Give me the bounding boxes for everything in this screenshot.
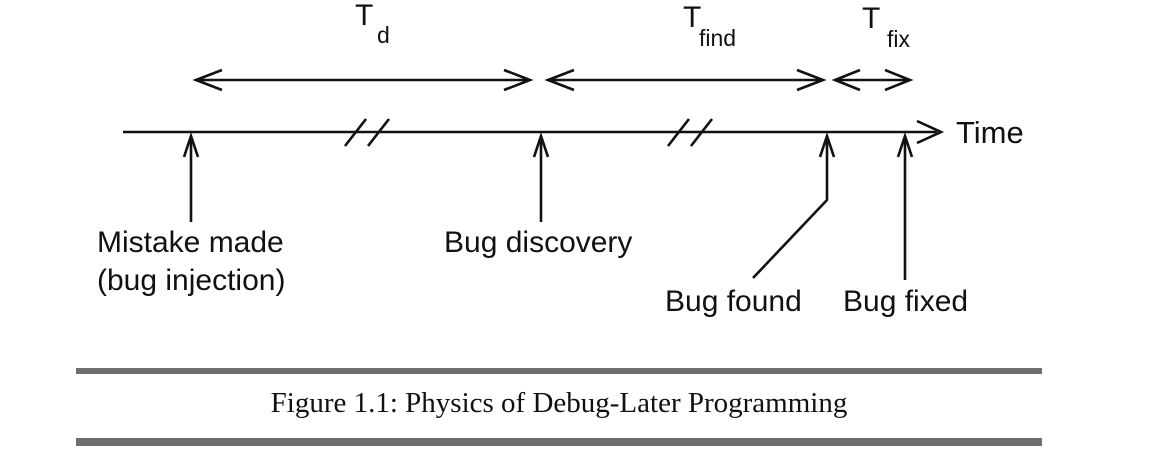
interval-arrow-tfind	[544, 68, 827, 92]
left-arrowhead-icon	[192, 68, 223, 92]
event-marker-mistake-made	[182, 131, 200, 222]
timeline-diagram: Time T d T find T fix Mistake m	[97, 0, 1024, 318]
up-arrowhead-icon	[182, 131, 200, 158]
event-label-bug-discovery: Bug discovery	[444, 226, 632, 259]
event-marker-bug-fixed	[896, 131, 914, 280]
axis-break-icon	[666, 118, 691, 147]
caption-top-rule	[76, 368, 1042, 374]
time-axis-arrowhead-icon	[916, 119, 945, 145]
interval-tfix-subscript: fix	[887, 26, 911, 52]
interval-arrow-td	[192, 68, 534, 92]
time-axis-label: Time	[956, 115, 1024, 150]
right-arrowhead-icon	[796, 68, 827, 92]
event-marker-bug-discovery	[532, 131, 550, 222]
up-arrowhead-icon	[818, 131, 836, 158]
event-label-bug-found: Bug found	[665, 285, 802, 318]
time-axis	[123, 118, 945, 147]
interval-tfind-subscript: find	[699, 25, 736, 51]
up-arrowhead-icon	[532, 131, 550, 158]
left-arrowhead-icon	[544, 68, 575, 92]
interval-arrow-tfix	[831, 68, 914, 92]
up-arrowhead-icon	[896, 131, 914, 158]
figure-caption: Figure 1.1: Physics of Debug-Later Progr…	[270, 387, 848, 419]
axis-break-icon	[343, 118, 368, 147]
interval-tfix-label: T	[862, 2, 880, 35]
event-pointer-bent-line	[752, 139, 829, 279]
left-arrowhead-icon	[831, 68, 861, 92]
axis-break-icon	[689, 118, 714, 147]
right-arrowhead-icon	[503, 68, 534, 92]
event-marker-bug-found	[752, 131, 836, 279]
interval-td-label: T	[355, 0, 373, 32]
event-label-bug-injection: (bug injection)	[97, 264, 285, 297]
event-label-mistake-made: Mistake made	[97, 226, 284, 259]
caption-bottom-rule	[76, 438, 1042, 446]
right-arrowhead-icon	[884, 68, 914, 92]
interval-td-subscript: d	[377, 22, 390, 48]
axis-break-icon	[366, 118, 391, 147]
event-label-bug-fixed: Bug fixed	[843, 285, 968, 318]
interval-tfind-label: T	[683, 1, 701, 34]
